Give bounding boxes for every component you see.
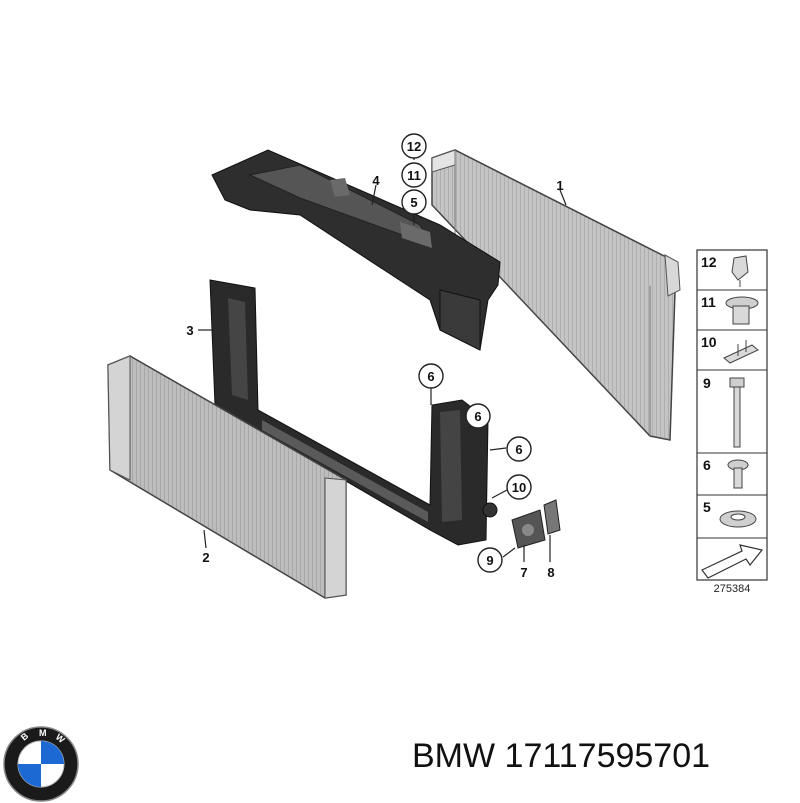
svg-text:6: 6 — [427, 369, 434, 384]
circled-callout-6a: 6 — [418, 363, 444, 389]
svg-text:10: 10 — [512, 480, 526, 495]
clip-part — [543, 499, 561, 535]
arrow-icon — [701, 544, 764, 579]
svg-text:6: 6 — [703, 457, 711, 473]
bmw-logo: B M W — [3, 726, 79, 802]
upper-support-bracket — [211, 149, 501, 351]
circled-callout-6b: 6 — [465, 403, 491, 429]
callout-7: 7 — [520, 565, 527, 580]
svg-text:9: 9 — [703, 375, 711, 391]
circled-callout-12: 12 — [401, 133, 427, 159]
expanding-rivet-icon — [725, 296, 759, 325]
lower-frame — [209, 279, 498, 546]
svg-text:6: 6 — [515, 442, 522, 457]
bolt-icon — [729, 377, 745, 448]
ref-code: 275384 — [714, 583, 751, 595]
svg-text:9: 9 — [486, 553, 493, 568]
fastener-legend: 12 11 10 9 — [696, 249, 768, 581]
clip-nut-icon — [731, 255, 749, 287]
svg-text:12: 12 — [701, 254, 717, 270]
svg-text:B: B — [19, 730, 31, 742]
callouts: 1 4 3 2 7 8 12 11 5 6 6 6 — [186, 133, 564, 580]
callout-2: 2 — [202, 550, 209, 565]
legend-item-12: 12 — [701, 254, 749, 287]
svg-text:5: 5 — [703, 499, 711, 515]
svg-text:11: 11 — [701, 294, 716, 310]
sensor-bracket — [511, 509, 546, 549]
svg-text:M: M — [39, 728, 47, 738]
bracket-clip-icon — [723, 340, 759, 364]
legend-item-10: 10 — [701, 334, 759, 364]
part-number: 17117595701 — [504, 737, 711, 775]
svg-text:10: 10 — [701, 334, 717, 350]
circled-callout-11: 11 — [401, 162, 427, 188]
callout-1: 1 — [556, 178, 563, 193]
circled-callout-5: 5 — [401, 189, 427, 215]
circled-callout-10: 10 — [506, 474, 532, 500]
callout-3: 3 — [186, 323, 193, 338]
legend-item-9: 9 — [703, 375, 745, 448]
screw-icon — [727, 459, 749, 489]
condenser — [107, 355, 347, 599]
svg-text:12: 12 — [407, 139, 421, 154]
circled-callout-6c: 6 — [506, 436, 532, 462]
svg-text:5: 5 — [410, 195, 417, 210]
rubber-mount-icon — [719, 510, 757, 528]
radiator — [431, 149, 681, 441]
legend-item-11: 11 — [701, 294, 759, 325]
svg-text:11: 11 — [407, 168, 421, 183]
svg-text:6: 6 — [474, 409, 481, 424]
brand-name: BMW — [412, 737, 496, 775]
circled-callout-9: 9 — [477, 547, 503, 573]
legend-item-6: 6 — [703, 457, 749, 489]
callout-4: 4 — [372, 173, 380, 188]
footer-part-label: BMW 17117595701 — [412, 737, 792, 787]
callout-8: 8 — [547, 565, 554, 580]
legend-item-5: 5 — [703, 499, 757, 528]
